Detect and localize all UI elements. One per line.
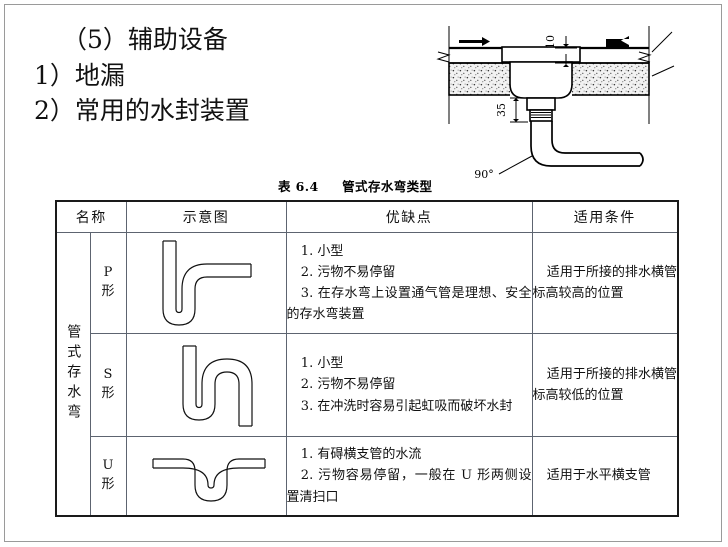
column-header-name: 名称 [55,200,127,233]
pros-item: 1. 小型 [300,356,344,372]
group-label-text: 管式存水弯 [65,324,82,424]
dimension-10-label: 10 [544,35,557,49]
p-trap-outlet [530,121,644,167]
u-trap-diagram [152,458,266,502]
u-trap-pros-cons-cell: 1. 有碍横支管的水流 2. 污物容易停留，一般在 U 形两侧设置清扫口 [285,436,533,517]
drain-body [501,46,581,122]
p-trap-condition-cell: 适用于所接的排水横管标高较高的位置 [531,232,679,334]
p-trap-diagram [162,240,252,326]
angle-leader-line [498,155,533,175]
column-header-condition: 适用条件 [531,200,679,233]
s-trap-condition-cell: 适用于所接的排水横管标高较低的位置 [531,333,679,437]
pros-item: 2. 污物不易停留 [300,264,396,280]
row-type-label-u: U 形 [89,436,127,517]
heading-line-2: 1）地漏 [34,60,125,90]
group-label-cell: 管式存水弯 [55,232,91,517]
pros-item: 3. 在存水弯上设置通气管是理想、安全的存水弯装置 [286,286,532,323]
u-trap-figure-cell [125,436,287,517]
table-row: S 形 1. 小型 2. 污物不易停留 3. 在冲洗时容易引起虹吸而破坏水 [56,333,679,437]
pros-item: 2. 污物不易停留 [300,377,396,393]
dimension-35-label: 35 [495,103,508,117]
heading-block: （5）辅助设备 1）地漏 2）常用的水封装置 [34,22,434,129]
heading-line-1: （5）辅助设备 [62,25,228,54]
type-suffix-u: 形 [101,477,115,492]
row-type-label-s: S 形 [89,333,127,437]
callout-leader-lines [651,31,675,77]
dimension-10 [555,36,577,67]
type-letter-p: P [103,265,113,281]
pros-item: 1. 有碍横支管的水流 [300,447,422,463]
type-suffix-p: 形 [101,284,115,299]
flow-arrow-icons [459,36,629,48]
s-trap-pros-cons-cell: 1. 小型 2. 污物不易停留 3. 在冲洗时容易引起虹吸而破坏水封 [285,333,533,437]
column-header-pros-cons: 优缺点 [285,200,533,233]
table-header-row: 名称 示意图 优缺点 适用条件 [55,200,679,233]
dimension-90deg-label: 90° [474,168,494,181]
type-suffix-s: 形 [101,386,115,401]
s-trap-figure-cell [125,333,287,437]
table-row: U 形 1. 有碍横支管的水流 2. 污物容易停留，一般在 U 形两侧设置清扫口 [56,436,679,517]
heading-line-3: 2）常用的水封装置 [34,96,250,125]
table-caption: 表 6.4 管式存水弯类型 [278,176,432,195]
floor-drain-diagram: 10 35 90° [424,6,724,186]
table-caption-number: 表 6.4 [278,179,319,194]
s-trap-diagram [182,345,253,427]
pros-item: 3. 在冲洗时容易引起虹吸而破坏水封 [300,398,513,414]
floor-surface-lines [449,46,649,64]
trap-types-table: 名称 示意图 优缺点 适用条件 管式存水弯 P 形 [55,200,679,517]
pros-item: 2. 污物容易停留，一般在 U 形两侧设置清扫口 [286,468,532,505]
slide-page-border [4,4,722,542]
type-letter-u: U [102,458,114,474]
pros-item: 1. 小型 [300,243,344,259]
p-trap-pros-cons-cell: 1. 小型 2. 污物不易停留 3. 在存水弯上设置通气管是理想、安全的存水弯装… [285,232,533,334]
dimension-35 [510,97,528,123]
row-type-label-p: P 形 [89,232,127,334]
type-letter-s: S [103,367,113,383]
thread-lines [531,112,551,118]
table-row: 管式存水弯 P 形 1 [55,232,679,517]
column-header-figure: 示意图 [125,200,287,233]
table-caption-title: 管式存水弯类型 [342,179,433,194]
u-trap-condition-cell: 适用于水平横支管 [531,436,679,517]
p-trap-figure-cell [125,232,287,334]
